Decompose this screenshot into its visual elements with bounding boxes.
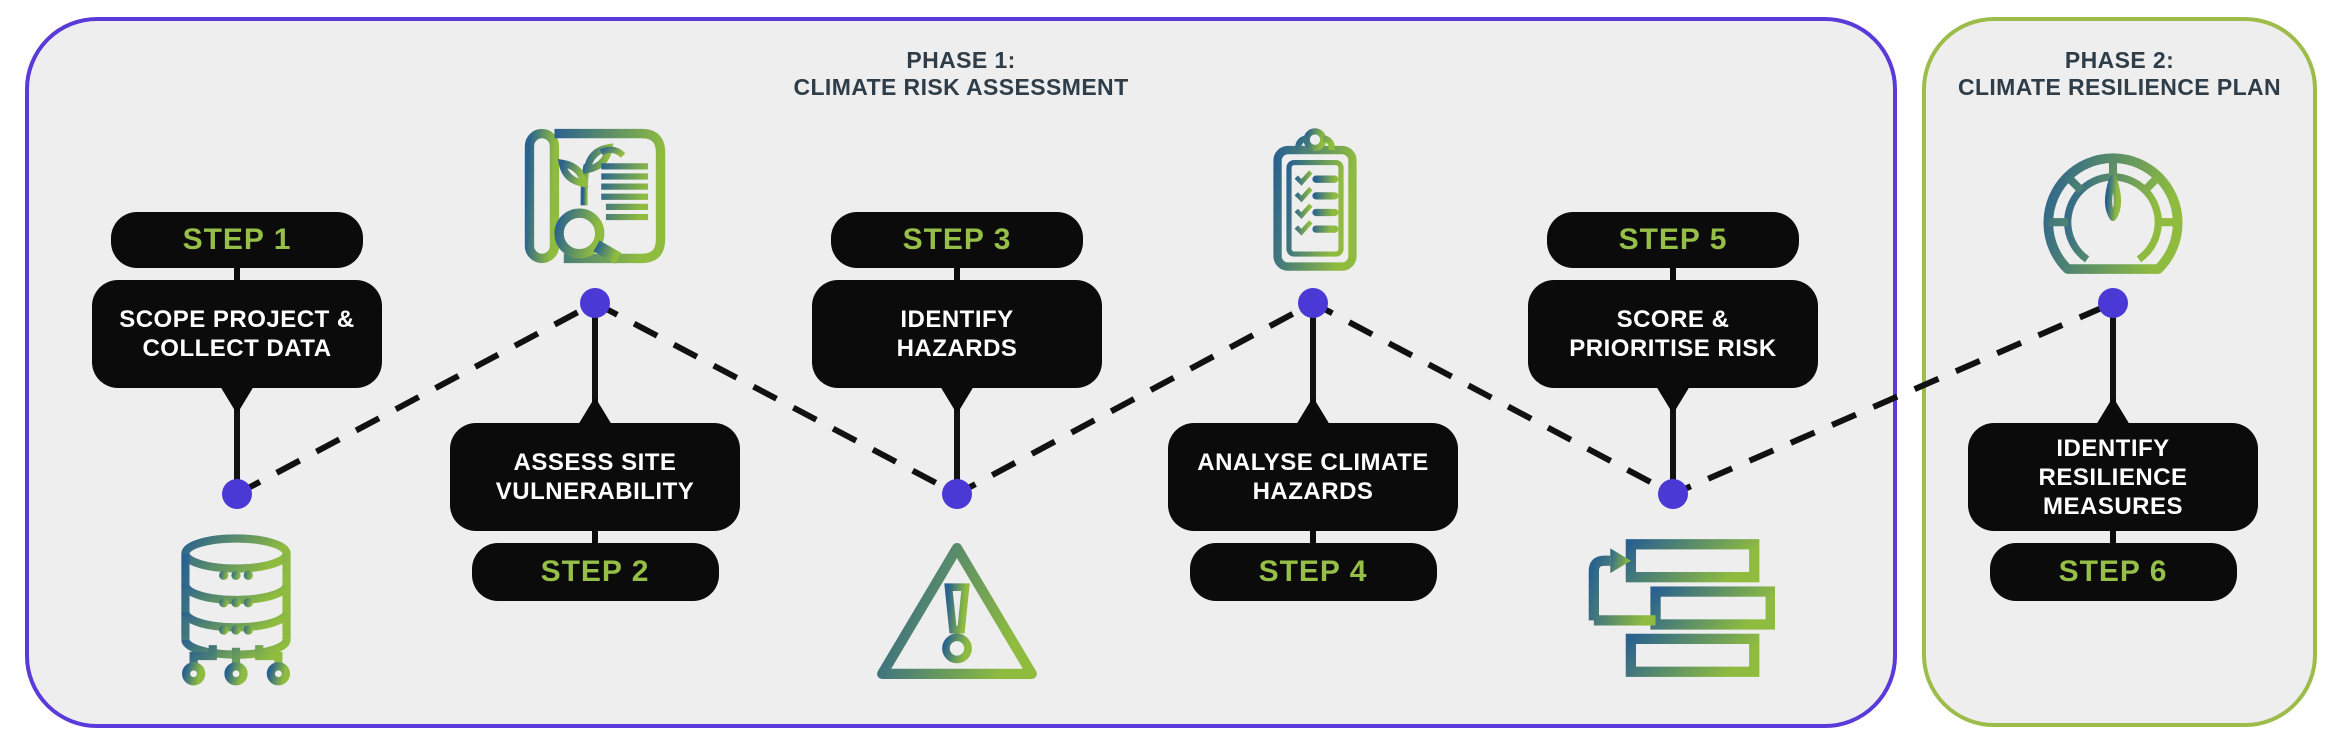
clipboard-checklist-icon bbox=[1273, 128, 1357, 271]
phase2-title-line2: CLIMATE RESILIENCE PLAN bbox=[1957, 74, 2282, 100]
phase2-container: PHASE 2: CLIMATE RESILIENCE PLAN bbox=[1922, 17, 2317, 727]
step3-description: IDENTIFY HAZARDS bbox=[812, 280, 1102, 388]
step2-group: ASSESS SITE VULNERABILITY STEP 2 bbox=[445, 423, 745, 601]
step6-link bbox=[2110, 531, 2116, 543]
gauge-icon bbox=[2043, 153, 2183, 274]
step6-description: IDENTIFY RESILIENCE MEASURES bbox=[1968, 423, 2258, 531]
step4-badge: STEP 4 bbox=[1189, 543, 1437, 601]
step5-description: SCORE & PRIORITISE RISK bbox=[1528, 280, 1818, 388]
warning-triangle-icon bbox=[877, 543, 1037, 680]
phase1-title: PHASE 1: CLIMATE RISK ASSESSMENT bbox=[29, 47, 1893, 101]
step3-link bbox=[954, 268, 960, 280]
step5-link bbox=[1670, 268, 1676, 280]
database-network-icon bbox=[181, 534, 291, 686]
step4-group: ANALYSE CLIMATE HAZARDS STEP 4 bbox=[1163, 423, 1463, 601]
step1-group: STEP 1 SCOPE PROJECT & COLLECT DATA bbox=[87, 212, 387, 388]
step4-link bbox=[1310, 531, 1316, 543]
document-search-icon bbox=[524, 128, 666, 264]
step3-group: STEP 3 IDENTIFY HAZARDS bbox=[807, 212, 1107, 388]
step5-group: STEP 5 SCORE & PRIORITISE RISK bbox=[1523, 212, 1823, 388]
phase2-title-line1: PHASE 2: bbox=[2064, 47, 2175, 73]
step5-badge: STEP 5 bbox=[1547, 212, 1799, 268]
step6-group: IDENTIFY RESILIENCE MEASURES STEP 6 bbox=[1963, 423, 2263, 601]
gantt-bars-icon bbox=[1588, 539, 1775, 677]
step2-link bbox=[592, 531, 598, 543]
step2-badge: STEP 2 bbox=[471, 543, 719, 601]
step3-badge: STEP 3 bbox=[831, 212, 1083, 268]
step1-link bbox=[234, 268, 240, 280]
step2-description: ASSESS SITE VULNERABILITY bbox=[450, 423, 740, 531]
step1-description: SCOPE PROJECT & COLLECT DATA bbox=[92, 280, 382, 388]
phase2-title: PHASE 2: CLIMATE RESILIENCE PLAN bbox=[1926, 47, 2313, 101]
step1-badge: STEP 1 bbox=[111, 212, 363, 268]
step4-description: ANALYSE CLIMATE HAZARDS bbox=[1168, 423, 1458, 531]
phase1-title-line2: CLIMATE RISK ASSESSMENT bbox=[793, 74, 1129, 100]
phase1-title-line1: PHASE 1: bbox=[906, 47, 1016, 73]
step6-badge: STEP 6 bbox=[1989, 543, 2237, 601]
